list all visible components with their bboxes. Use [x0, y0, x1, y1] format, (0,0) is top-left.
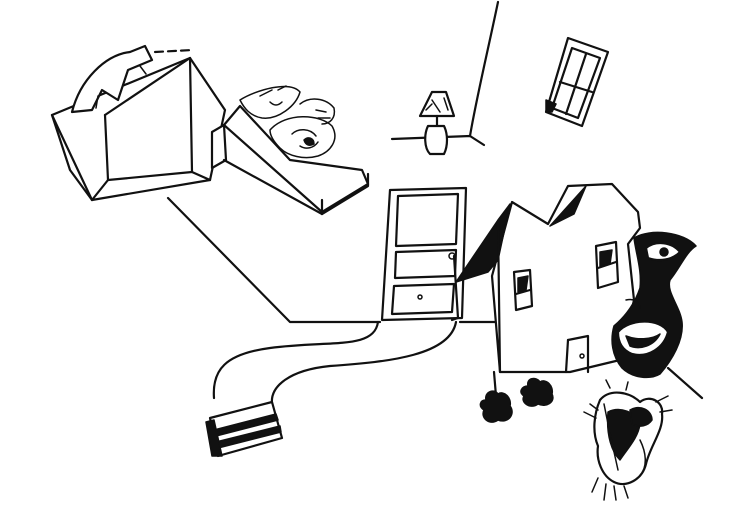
room-lines [166, 0, 704, 400]
stacked-books [205, 400, 284, 458]
crooked-house [455, 182, 642, 398]
bushes [479, 377, 554, 423]
splatter-creature [583, 379, 673, 501]
faces-tray [222, 85, 370, 216]
floating-box [50, 44, 228, 202]
shadow-face [611, 231, 697, 379]
floating-window [544, 36, 610, 128]
table-lamp [418, 90, 456, 156]
winding-path [212, 320, 458, 406]
door [380, 186, 468, 322]
